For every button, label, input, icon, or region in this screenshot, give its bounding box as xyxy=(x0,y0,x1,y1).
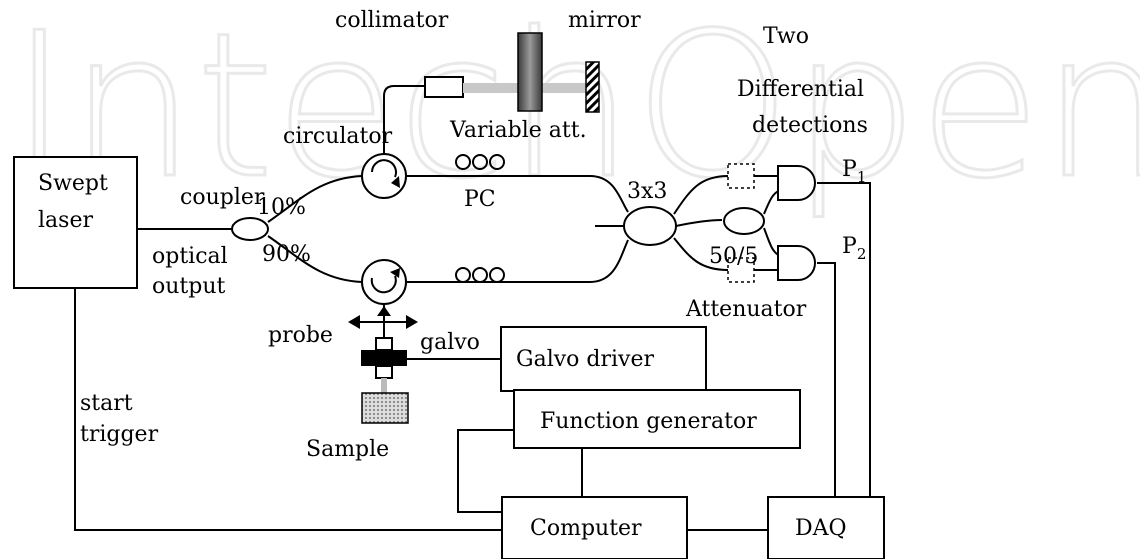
three-by-three-label: 3x3 xyxy=(627,179,667,204)
circulator-upper xyxy=(361,153,407,199)
out-mid-fiber xyxy=(675,219,723,227)
computer-box xyxy=(501,496,688,559)
differential-label: Differential xyxy=(737,77,864,102)
collimator-label: collimator xyxy=(335,8,449,33)
probe-assembly xyxy=(348,306,418,393)
polarization-controller-lower xyxy=(455,267,505,283)
daq-box xyxy=(767,496,885,559)
sample-block xyxy=(361,392,409,424)
coupler-lower-fiber xyxy=(267,235,363,283)
attenuator-upper xyxy=(727,163,755,189)
two-label: Two xyxy=(763,24,809,49)
swept-laser-label-1: Swept xyxy=(38,171,108,196)
swept-laser-label-2: laser xyxy=(38,208,93,233)
p2-label: P2 xyxy=(842,234,866,263)
ninety-pct-label: 90% xyxy=(262,242,311,267)
probe-label: probe xyxy=(268,323,333,348)
variable-attenuator-block xyxy=(517,32,543,112)
circulator-label: circulator xyxy=(283,124,393,149)
detector-p1 xyxy=(777,165,816,201)
ten-pct-label: 10% xyxy=(257,195,306,220)
detections-label: detections xyxy=(752,113,868,138)
sample-arm-fiber xyxy=(406,239,629,283)
function-generator-box xyxy=(513,389,801,449)
collimator-block xyxy=(424,76,464,98)
daq-label: DAQ xyxy=(795,516,847,541)
attenuator-lower xyxy=(727,257,755,283)
mirror-label: mirror xyxy=(568,8,641,33)
p1-to-daq-wire xyxy=(817,182,871,497)
fifty-five-coupler xyxy=(723,207,765,235)
function-generator-label: Function generator xyxy=(540,409,757,434)
trigger-label: trigger xyxy=(80,422,159,447)
out-upper-fiber xyxy=(673,175,729,215)
mirror-block xyxy=(585,61,600,113)
swept-laser-box xyxy=(13,156,138,289)
start-trigger-wire xyxy=(74,288,502,531)
galvo-label: galvo xyxy=(420,330,480,355)
attenuator-label: Attenuator xyxy=(685,297,807,322)
detector-p2 xyxy=(777,245,816,281)
watermark-text: IntechOpen xyxy=(10,0,1140,223)
computer-label: Computer xyxy=(530,516,642,541)
start-label: start xyxy=(80,391,133,416)
output-label: output xyxy=(152,274,226,299)
galvo-driver-label: Galvo driver xyxy=(516,347,654,372)
pc-label: PC xyxy=(464,187,496,212)
circulator-to-collimator-fiber xyxy=(383,85,425,155)
optical-label: optical xyxy=(152,244,228,269)
sample-label: Sample xyxy=(306,437,389,462)
computer-to-fg-wire xyxy=(457,429,514,513)
p1-label: P1 xyxy=(842,157,866,186)
three-by-three-coupler xyxy=(623,206,677,246)
reference-arm-fiber xyxy=(406,175,629,213)
circulator-lower xyxy=(361,259,407,305)
fifty-five-label: 50/5 xyxy=(709,244,758,269)
coupler-upper-fiber xyxy=(267,175,363,223)
coupler-label: coupler xyxy=(180,185,265,210)
coupler-ellipse xyxy=(231,217,269,241)
p2-to-daq-wire xyxy=(817,262,836,497)
out-lower-fiber xyxy=(673,237,729,271)
polarization-controller-upper xyxy=(455,154,505,170)
variable-att-label: Variable att. xyxy=(449,118,587,143)
